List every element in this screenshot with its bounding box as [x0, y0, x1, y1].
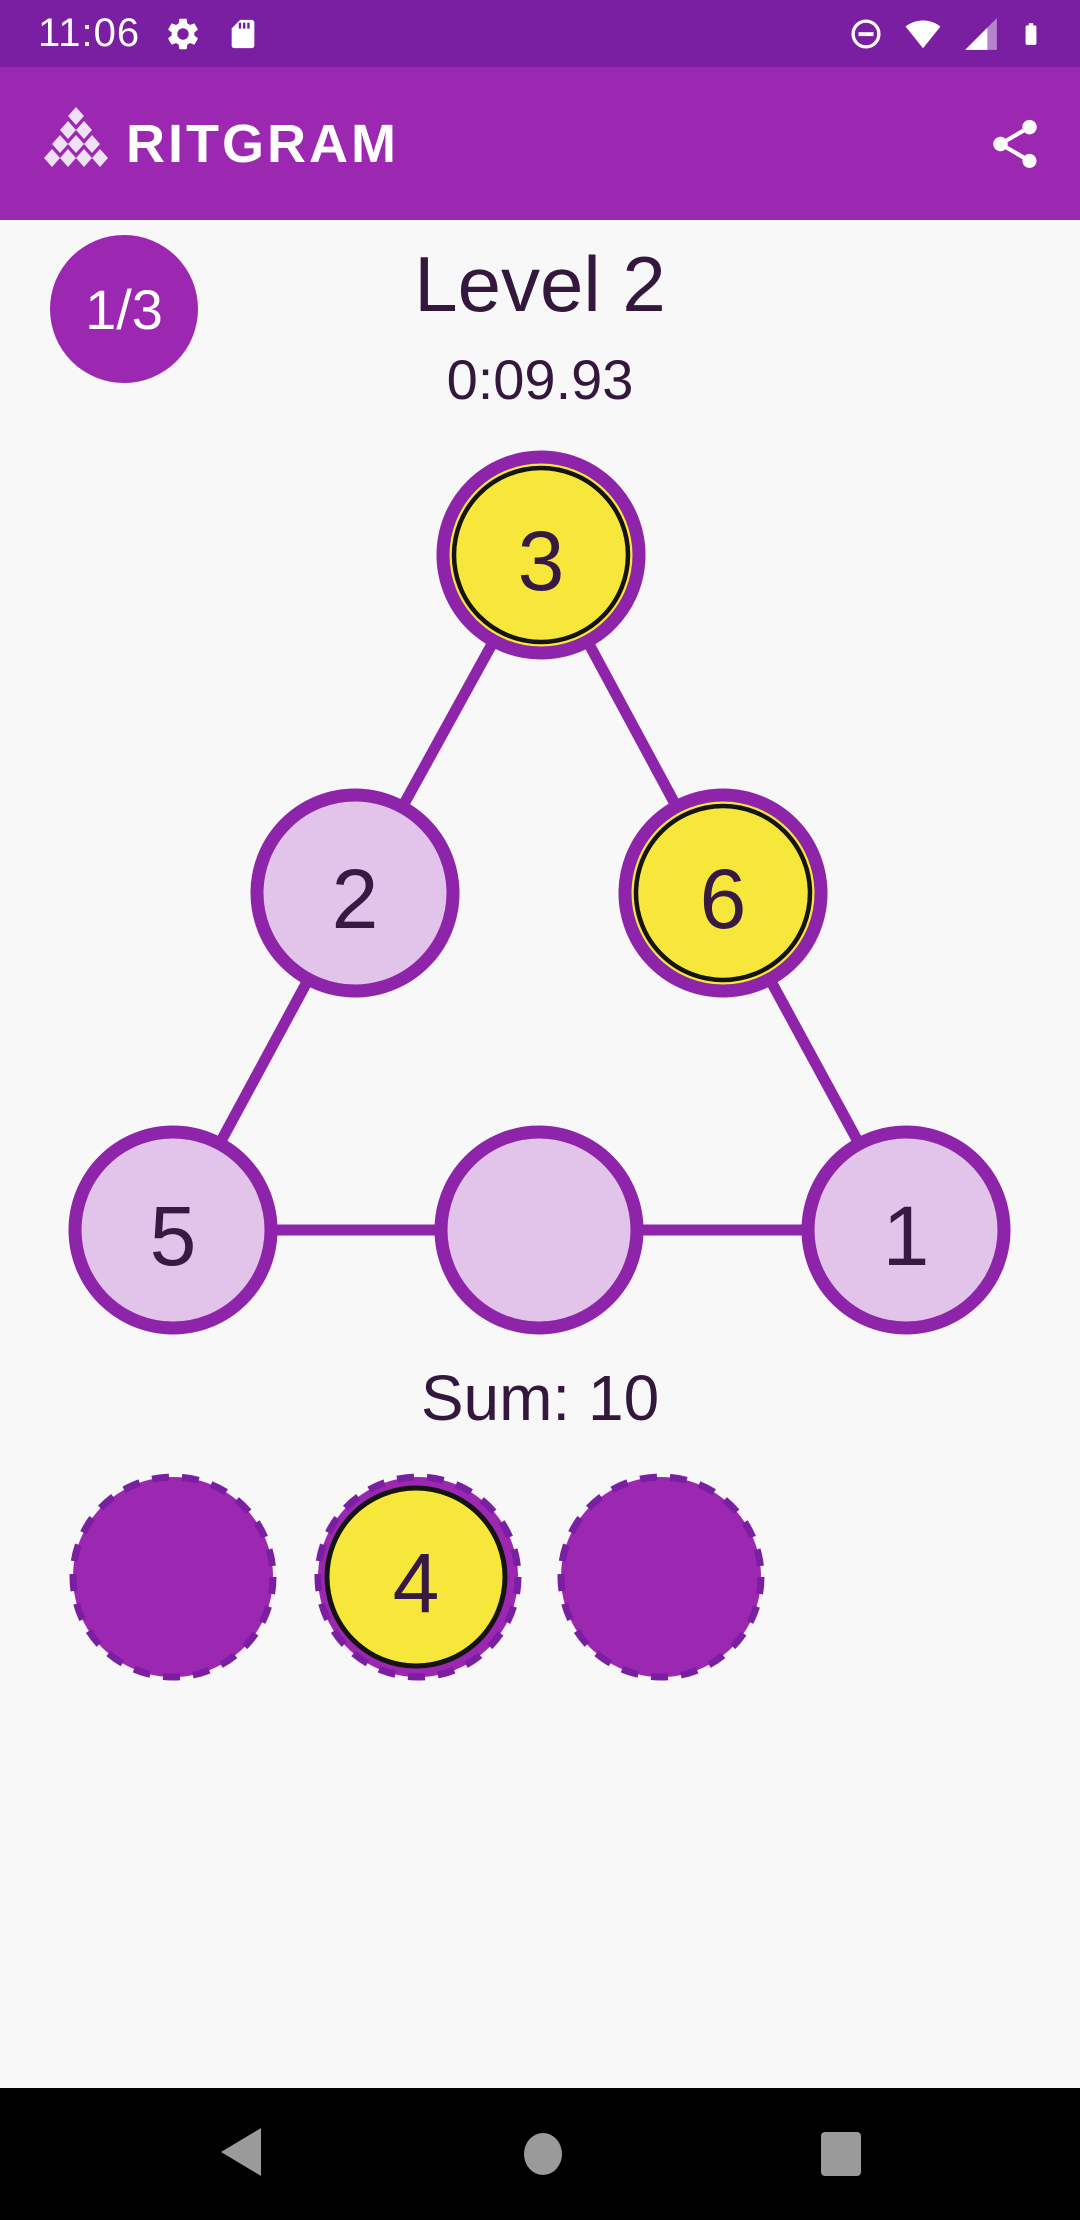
status-bar: 11:06	[0, 0, 1080, 67]
tray-slot-1[interactable]	[69, 1473, 277, 1681]
node-mid-left-value: 2	[332, 852, 379, 946]
game-area: 3 2 6 5	[0, 220, 1080, 2088]
brand-name: RITGRAM	[126, 113, 399, 174]
do-not-disturb-icon	[851, 18, 881, 49]
status-bar-left: 11:06	[0, 11, 260, 56]
cell-signal-icon	[965, 17, 997, 50]
node-mid-right-value: 6	[700, 852, 747, 946]
home-button[interactable]	[523, 2132, 563, 2176]
timer: 0:09.93	[446, 348, 634, 411]
node-top[interactable]: 3	[436, 450, 646, 660]
settings-icon	[168, 18, 198, 49]
share-icon	[993, 119, 1037, 168]
progress-badge: 1/3	[50, 235, 198, 383]
battery-icon	[1025, 22, 1037, 45]
level-title: Level 2	[414, 240, 666, 328]
node-mid-right[interactable]: 6	[618, 788, 828, 998]
node-bottom-center[interactable]	[434, 1125, 644, 1335]
wifi-icon	[905, 20, 941, 48]
navigation-bar	[0, 2088, 1080, 2220]
tray: 4	[69, 1473, 765, 1681]
share-button[interactable]	[986, 115, 1044, 173]
back-button[interactable]	[221, 2128, 261, 2176]
puzzle-graph: 3 2 6 5	[68, 450, 1011, 1681]
tray-slot-3[interactable]	[557, 1473, 765, 1681]
tray-tile-4-value: 4	[393, 1536, 440, 1630]
back-icon	[221, 2128, 261, 2176]
node-bottom-left-value: 5	[150, 1189, 197, 1283]
status-bar-right	[848, 14, 1080, 54]
tray-tile-4[interactable]: 4	[324, 1485, 508, 1669]
sum-label: Sum: 10	[420, 1362, 660, 1434]
status-time: 11:06	[38, 11, 141, 55]
app-bar: RITGRAM	[0, 67, 1080, 220]
recents-button[interactable]	[821, 2132, 861, 2176]
sd-card-icon	[231, 19, 255, 48]
node-top-value: 3	[518, 514, 565, 608]
home-icon	[524, 2133, 562, 2175]
node-bottom-left[interactable]: 5	[68, 1125, 278, 1335]
recents-icon	[821, 2132, 861, 2176]
node-bottom-right[interactable]: 1	[801, 1125, 1011, 1335]
brand-logo: RITGRAM	[36, 104, 399, 184]
diamond-a-logo-icon	[44, 106, 108, 167]
node-bottom-right-value: 1	[883, 1189, 930, 1283]
node-mid-left[interactable]: 2	[250, 788, 460, 998]
